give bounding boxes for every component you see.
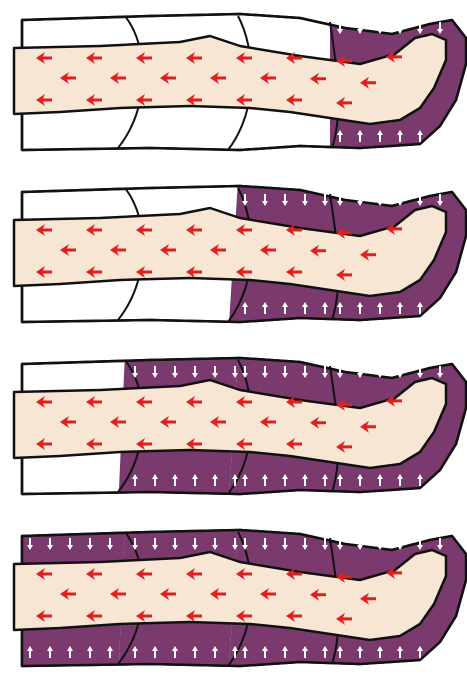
stage-3-panel <box>14 358 466 494</box>
white-pressure-arrow-icon <box>437 646 443 658</box>
stage-2-panel <box>14 186 466 322</box>
stage-1-panel <box>14 14 466 150</box>
stage-4-panel <box>14 530 466 666</box>
white-pressure-arrow-icon <box>437 130 443 142</box>
white-pressure-arrow-icon <box>437 302 443 314</box>
white-pressure-arrow-icon <box>437 474 443 486</box>
